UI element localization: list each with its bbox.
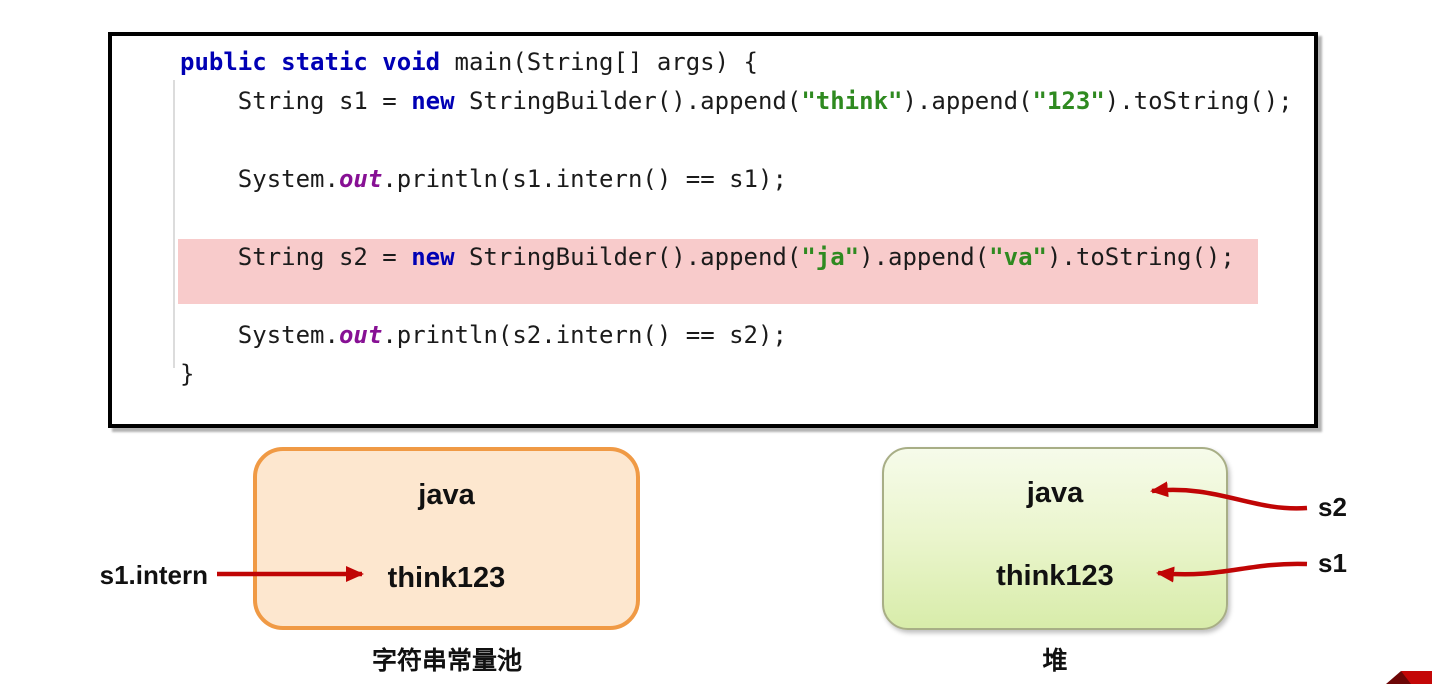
heap-item-java: java: [1026, 477, 1084, 509]
heap-label: 堆: [1042, 647, 1068, 675]
code-line: String s1 = new StringBuilder().append("…: [180, 87, 1293, 115]
pool-item-think123: think123: [387, 562, 506, 594]
code-line: [180, 121, 1293, 160]
corner-ribbon-fold: [1386, 671, 1411, 684]
pool-label: 字符串常量池: [371, 647, 522, 675]
code-block: public static void main(String[] args) {…: [112, 43, 1293, 394]
pointer-label-s1-intern: s1.intern: [99, 560, 208, 590]
heap-item-think123: think123: [996, 560, 1114, 592]
heap-box: java think123: [882, 447, 1228, 630]
code-box: public static void main(String[] args) {…: [108, 32, 1318, 428]
code-line: public static void main(String[] args) {: [180, 48, 758, 76]
string-pool-box: java think123: [253, 447, 640, 630]
code-line: System.out.println(s2.intern() == s2);: [180, 321, 787, 349]
pointer-label-s1: s1: [1318, 548, 1347, 578]
corner-ribbon: [1401, 671, 1432, 684]
indent-guide: [173, 80, 175, 368]
highlight-band: [178, 239, 1258, 304]
pointer-label-s2: s2: [1318, 492, 1347, 522]
code-line: [180, 199, 1293, 238]
code-line: [180, 277, 1293, 316]
code-line-highlighted: String s2 = new StringBuilder().append("…: [180, 243, 1235, 271]
pool-item-java: java: [418, 479, 475, 511]
code-line: System.out.println(s1.intern() == s1);: [180, 165, 787, 193]
code-line: }: [180, 360, 195, 388]
